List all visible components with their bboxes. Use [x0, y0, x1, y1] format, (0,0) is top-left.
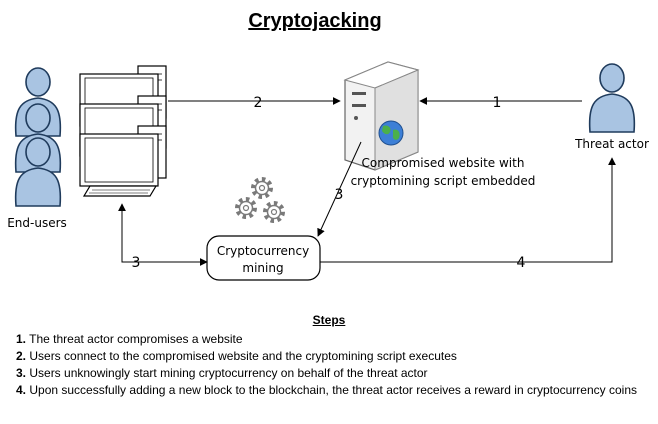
computers-icon	[79, 65, 167, 197]
server-label-line1: Compromised website with	[362, 156, 525, 170]
server-label-line2: cryptomining script embedded	[351, 174, 536, 188]
edge-label-3a: 3	[335, 187, 344, 203]
step-text: The threat actor compromises a website	[26, 332, 243, 346]
step-item: 4. Upon successfully adding a new block …	[16, 382, 646, 399]
server-icon	[343, 61, 420, 171]
edge-label-1: 1	[493, 95, 502, 111]
edge-mining-to-users	[118, 203, 208, 266]
end-users-icon	[14, 67, 62, 207]
step-item: 1. The threat actor compromises a websit…	[16, 331, 646, 348]
edge-label-4: 4	[517, 255, 526, 271]
step-number: 4.	[16, 383, 27, 397]
steps-title: Steps	[312, 313, 346, 327]
step-number: 3.	[16, 366, 27, 380]
gears-icon	[235, 177, 285, 223]
threat-actor-icon	[588, 63, 636, 133]
steps-list: 1. The threat actor compromises a websit…	[16, 331, 646, 399]
step-item: 2. Users connect to the compromised webs…	[16, 348, 646, 365]
step-text: Upon successfully adding a new block to …	[26, 383, 637, 397]
edge-server-to-mining	[317, 141, 362, 237]
threat-actor-label: Threat actor	[574, 137, 649, 151]
step-number: 2.	[16, 349, 27, 363]
mining-label-line1: Cryptocurrency	[217, 244, 309, 258]
end-users-label: End-users	[7, 216, 67, 230]
mining-label-line2: mining	[242, 261, 283, 275]
globe-icon	[378, 120, 404, 146]
page-title: Cryptojacking	[248, 10, 382, 32]
cryptojacking-diagram: End-users Compromised website with crypt…	[7, 61, 649, 281]
step-number: 1.	[16, 332, 27, 346]
step-text: Users connect to the compromised website…	[26, 349, 457, 363]
edge-label-2: 2	[254, 95, 263, 111]
edge-label-3b: 3	[132, 255, 141, 271]
step-text: Users unknowingly start mining cryptocur…	[26, 366, 428, 380]
edge-mining-to-actor	[320, 157, 616, 263]
step-item: 3. Users unknowingly start mining crypto…	[16, 365, 646, 382]
